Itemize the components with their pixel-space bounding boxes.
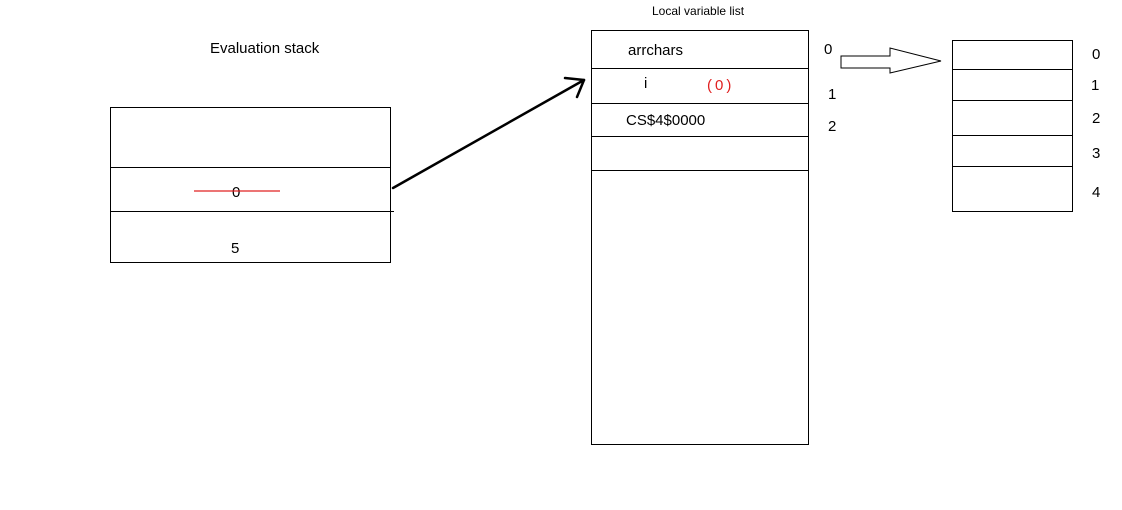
array-divider xyxy=(952,100,1073,101)
local-variable-name: CS$4$0000 xyxy=(626,112,706,129)
evaluation-stack xyxy=(110,107,394,263)
local-variable-index: 1 xyxy=(828,86,837,103)
array-index: 3 xyxy=(1092,145,1101,162)
stack-slot-value: 5 xyxy=(231,240,240,257)
hollow-arrow-icon xyxy=(840,47,942,74)
arrow-head-icon xyxy=(563,76,586,99)
local-variable-name: i xyxy=(644,75,648,92)
array xyxy=(952,40,1073,212)
local-variable-index: 2 xyxy=(828,118,837,135)
stack-divider xyxy=(110,167,391,168)
local-variable-annotation: (0) xyxy=(707,77,735,94)
array-divider xyxy=(952,69,1073,70)
stack-divider xyxy=(110,211,394,212)
array-index: 1 xyxy=(1091,77,1100,94)
array-index: 2 xyxy=(1092,110,1101,127)
local-variable-divider xyxy=(591,68,809,69)
local-variable-index: 0 xyxy=(824,41,833,58)
local-variable-list xyxy=(591,30,809,445)
local-variable-divider xyxy=(591,103,809,104)
evaluation-stack-title: Evaluation stack xyxy=(210,40,320,57)
local-variable-list-title: Local variable list xyxy=(652,4,745,18)
stack-slot-struck-value: 0 xyxy=(232,184,241,201)
local-variable-divider xyxy=(591,136,809,137)
array-divider xyxy=(952,166,1073,167)
array-index: 4 xyxy=(1092,184,1101,201)
array-divider xyxy=(952,135,1073,136)
stack-to-locals-arrow xyxy=(391,78,586,190)
local-variable-divider xyxy=(591,170,809,171)
array-index: 0 xyxy=(1092,46,1101,63)
local-variable-name: arrchars xyxy=(628,42,684,59)
